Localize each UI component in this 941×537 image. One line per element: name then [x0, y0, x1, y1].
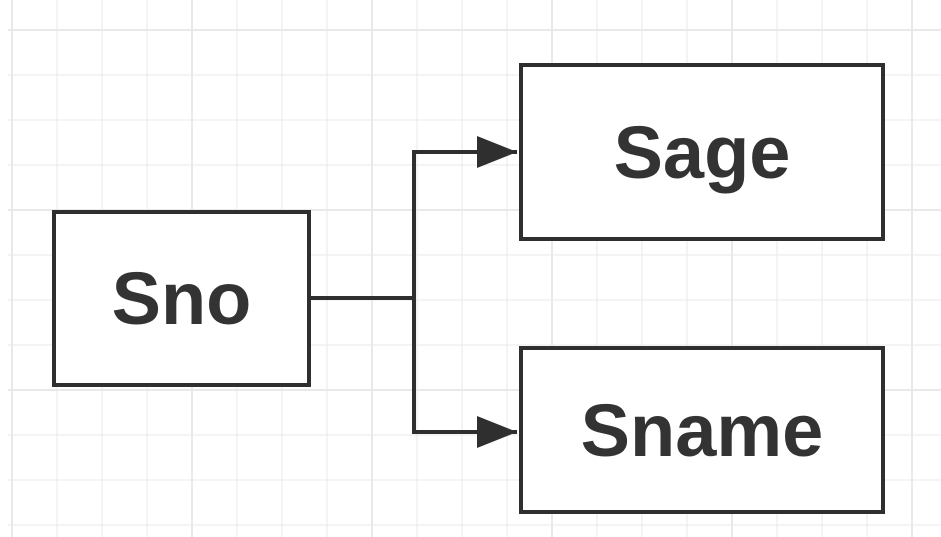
- node-sage-label: Sage: [613, 110, 791, 194]
- edge-sno-to-sage: [412, 136, 517, 298]
- edge-sno-to-sname: [412, 298, 517, 448]
- node-sno-label: Sno: [111, 257, 252, 340]
- node-sname[interactable]: Sname: [519, 346, 885, 514]
- node-sname-label: Sname: [580, 388, 824, 472]
- node-sno[interactable]: Sno: [52, 210, 311, 387]
- node-sage[interactable]: Sage: [519, 63, 885, 241]
